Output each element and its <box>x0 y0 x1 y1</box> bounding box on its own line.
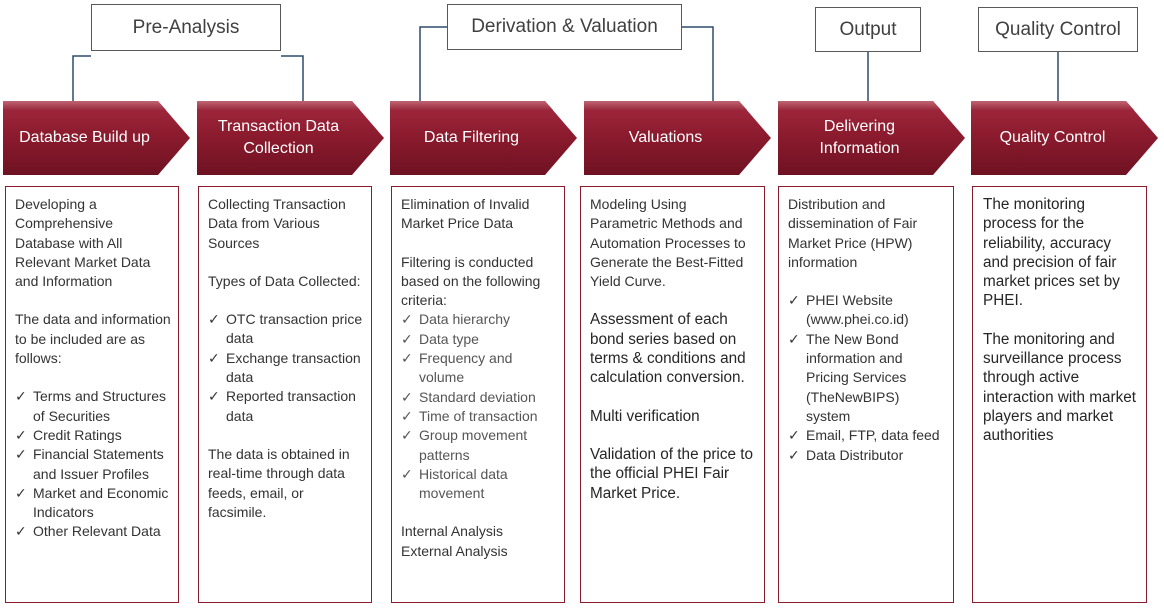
check-icon: ✓ <box>401 388 413 405</box>
check-icon: ✓ <box>788 330 800 347</box>
box-text: Multi verification <box>590 407 700 425</box>
check-icon: ✓ <box>208 311 220 328</box>
box-text: External Analysis <box>401 542 508 559</box>
header-derivation-valuation: Derivation & Valuation <box>447 4 682 50</box>
box-text: Developing a Comprehensive Database with… <box>15 196 151 290</box>
step-quality-control: Quality Control <box>971 101 1158 175</box>
box-transaction-data-collection: Collecting Transaction Data from Various… <box>198 186 372 603</box>
box-text: Validation of the price to the official … <box>590 445 753 502</box>
step-label: Delivering Information <box>819 118 900 157</box>
box-text: Collecting Transaction Data from Various… <box>208 196 346 251</box>
check-icon: ✓ <box>15 484 27 501</box>
check-icon: ✓ <box>208 349 220 366</box>
box-text: The monitoring and surveillance process … <box>983 330 1137 445</box>
list-item: ✓Group movement patterns <box>401 427 528 463</box>
box-text: Types of Data Collected: <box>208 272 361 289</box>
box-database-build-up: Developing a Comprehensive Database with… <box>5 186 179 603</box>
list-item: ✓PHEI Website (www.phei.co.id) <box>788 292 909 328</box>
step-database-build-up: Database Build up <box>3 101 190 175</box>
list-item: ✓Market and Economic Indicators <box>15 484 169 521</box>
check-icon: ✓ <box>401 465 413 482</box>
list-item: ✓Terms and Structures of Securities <box>15 388 167 424</box>
chevron-arrow-shape <box>778 101 965 175</box>
check-icon: ✓ <box>401 427 413 444</box>
check-icon: ✓ <box>208 388 220 405</box>
box-text: The data is obtained in real-time throug… <box>208 445 350 520</box>
check-icon: ✓ <box>15 523 27 540</box>
box-quality-control: The monitoring process for the reliabili… <box>972 186 1147 603</box>
box-delivering-information: Distribution and dissemination of Fair M… <box>778 186 954 603</box>
chevron-arrow-shape <box>584 101 771 175</box>
check-icon: ✓ <box>788 427 800 444</box>
chevron-arrow-shape <box>3 101 190 175</box>
box-text: Filtering is conducted based on the foll… <box>401 253 541 309</box>
check-icon: ✓ <box>401 407 413 424</box>
header-output: Output <box>815 7 921 52</box>
check-icon: ✓ <box>401 311 413 328</box>
list-item: ✓Email, FTP, data feed <box>788 426 947 445</box>
list-item: ✓Credit Ratings <box>15 426 172 445</box>
box-text: Internal Analysis <box>401 523 503 540</box>
step-data-filtering: Data Filtering <box>390 101 577 175</box>
list-item: ✓OTC transaction price data <box>208 311 363 347</box>
step-valuations: Valuations <box>584 101 771 175</box>
step-label: Quality Control <box>999 129 1106 146</box>
step-label: Database Build up <box>19 129 150 146</box>
check-list: ✓OTC transaction price data ✓Exchange tr… <box>208 310 365 426</box>
box-text: Assessment of each bond series based on … <box>590 311 746 387</box>
list-item: ✓Data Distributor <box>788 446 947 465</box>
check-icon: ✓ <box>401 330 413 347</box>
list-item: ✓Exchange transaction data <box>208 349 361 386</box>
header-pre-analysis: Pre-Analysis <box>91 4 281 51</box>
check-icon: ✓ <box>788 446 800 463</box>
list-item: ✓Data type <box>401 330 558 349</box>
box-text: Elimination of Invalid Market Price Data <box>401 196 530 232</box>
list-item: ✓Data hierarchy <box>401 310 558 329</box>
step-transaction-data-collection: Transaction Data Collection <box>197 101 384 175</box>
list-item: ✓Reported transaction data <box>208 388 356 424</box>
box-text: Distribution and dissemination of Fair M… <box>788 196 918 270</box>
check-icon: ✓ <box>788 292 800 309</box>
chevron-arrow-shape <box>197 101 384 175</box>
list-item: ✓Standard deviation <box>401 388 558 407</box>
list-item: ✓Frequency and volume <box>401 350 513 386</box>
check-icon: ✓ <box>15 446 27 463</box>
box-text: Modeling Using Parametric Methods and Au… <box>590 196 746 290</box>
step-label: Valuations <box>628 129 703 146</box>
chevron-arrow-shape <box>971 101 1158 175</box>
header-quality-control: Quality Control <box>978 7 1138 52</box>
step-label: Data Filtering <box>423 129 520 146</box>
step-label: Transaction Data Collection <box>217 118 340 157</box>
box-valuations: Modeling Using Parametric Methods and Au… <box>580 186 765 603</box>
check-icon: ✓ <box>15 426 27 443</box>
list-item: ✓The New Bond information and Pricing Se… <box>788 330 907 424</box>
check-list: ✓PHEI Website (www.phei.co.id) ✓The New … <box>788 291 947 465</box>
chevron-arrow-shape <box>390 101 577 175</box>
list-item: ✓Other Relevant Data <box>15 522 172 541</box>
step-delivering-information: Delivering Information <box>778 101 965 175</box>
box-text: The data and information to be included … <box>15 311 171 367</box>
box-text: The monitoring process for the reliabili… <box>983 196 1120 310</box>
check-list: ✓Data hierarchy ✓Data type ✓Frequency an… <box>401 310 558 503</box>
check-icon: ✓ <box>401 350 413 367</box>
check-icon: ✓ <box>15 388 27 405</box>
list-item: ✓Historical data movement <box>401 465 508 502</box>
box-data-filtering: Elimination of Invalid Market Price Data… <box>391 186 565 603</box>
list-item: ✓Time of transaction <box>401 407 558 426</box>
check-list: ✓Terms and Structures of Securities ✓Cre… <box>15 387 172 541</box>
list-item: ✓Financial Statements and Issuer Profile… <box>15 446 164 482</box>
